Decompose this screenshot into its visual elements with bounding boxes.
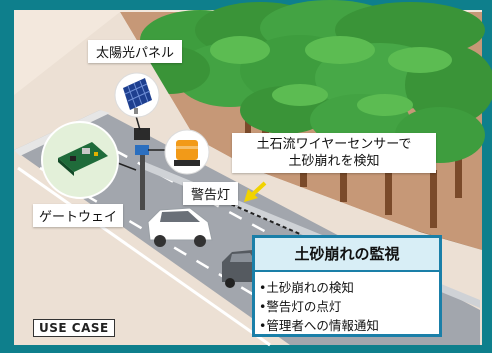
info-box-list: •土砂崩れの検知 •警告灯の点灯 •管理者への情報通知	[259, 278, 379, 335]
solar-panel-icon	[114, 72, 160, 118]
sensor-label: 土石流ワイヤーセンサーで 土砂崩れを検知	[232, 133, 436, 173]
warning-light-icon	[164, 129, 210, 175]
info-box-item: •警告灯の点灯	[259, 299, 342, 314]
forest-canopy	[130, 0, 492, 163]
gateway-label: ゲートウェイ	[33, 204, 124, 227]
sensor-label-line1: 土石流ワイヤーセンサーで	[256, 137, 412, 152]
info-box-title: 土砂崩れの監視	[255, 238, 439, 272]
gateway-icon	[41, 121, 119, 199]
solar-panel-label: 太陽光パネル	[88, 40, 183, 63]
warning-lamp-small-icon	[135, 145, 149, 155]
road-edge-line	[17, 166, 271, 347]
info-box-item: •管理者への情報通知	[259, 318, 379, 333]
use-case-badge: USE CASE	[33, 319, 115, 337]
warning-light-label: 警告灯	[183, 182, 239, 205]
solar-panel-small-icon	[134, 128, 150, 140]
pole	[140, 150, 145, 210]
info-box: 土砂崩れの監視 •土砂崩れの検知 •警告灯の点灯 •管理者への情報通知	[252, 235, 442, 337]
white-car-icon	[147, 207, 213, 247]
info-box-item: •土砂崩れの検知	[259, 280, 354, 295]
sensor-label-line2: 土砂崩れを検知	[288, 154, 380, 169]
sensor-arrow-icon	[244, 181, 267, 202]
